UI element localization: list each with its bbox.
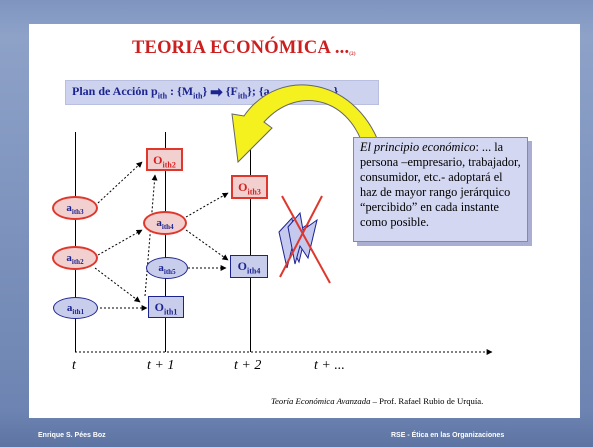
axis-label-t-plus-1: t + 1	[147, 358, 175, 373]
arrow-a2-a4	[97, 229, 143, 256]
outcome-box-o-ith2: Oith2	[146, 148, 183, 171]
footer-author: Enrique S. Pées Boz	[38, 432, 106, 439]
title-reference: (2)	[349, 52, 356, 57]
lightning-bolt-icon	[287, 211, 318, 265]
arrow-a4-o4	[185, 229, 229, 261]
timeline-t1	[165, 132, 166, 352]
economic-principle-callout: El principio económico: ... la persona –…	[353, 137, 528, 242]
action-node-a-ith3: aith3	[52, 196, 98, 220]
red-cross-line	[281, 195, 331, 284]
action-node-a-ith4: aith4	[143, 211, 187, 235]
curved-yellow-arrow	[231, 84, 383, 164]
axis-label-t-plus-2: t + 2	[234, 358, 262, 373]
outcome-box-o-ith1: Oith1	[148, 296, 184, 318]
implies-arrow-icon: ➡	[210, 85, 223, 101]
axis-label-t: t	[72, 358, 76, 373]
red-cross-line	[279, 195, 323, 278]
outcome-box-o-ith4: Oith4	[230, 255, 268, 278]
slide-title: TEORIA ECONÓMICA ...(2)	[132, 38, 356, 58]
arrow-a2-o1	[94, 267, 141, 303]
citation: Teoría Económica Avanzada – Prof. Rafael…	[271, 396, 484, 406]
timeline-t	[75, 132, 76, 352]
action-node-a-ith2: aith2	[52, 246, 98, 270]
action-node-a-ith5: aith5	[146, 257, 188, 279]
arrow-a3-o2	[97, 161, 143, 204]
footer-course: RSE - Ética en las Organizaciones	[391, 432, 505, 439]
timeline-t2	[250, 132, 251, 352]
action-node-a-ith1: aith1	[53, 297, 98, 319]
axis-label-t-plus-more: t + ...	[314, 358, 345, 373]
outcome-box-o-ith3: Oith3	[231, 175, 268, 199]
arrow-a4-o3	[185, 192, 229, 218]
arrow-o1-o2	[144, 174, 158, 297]
